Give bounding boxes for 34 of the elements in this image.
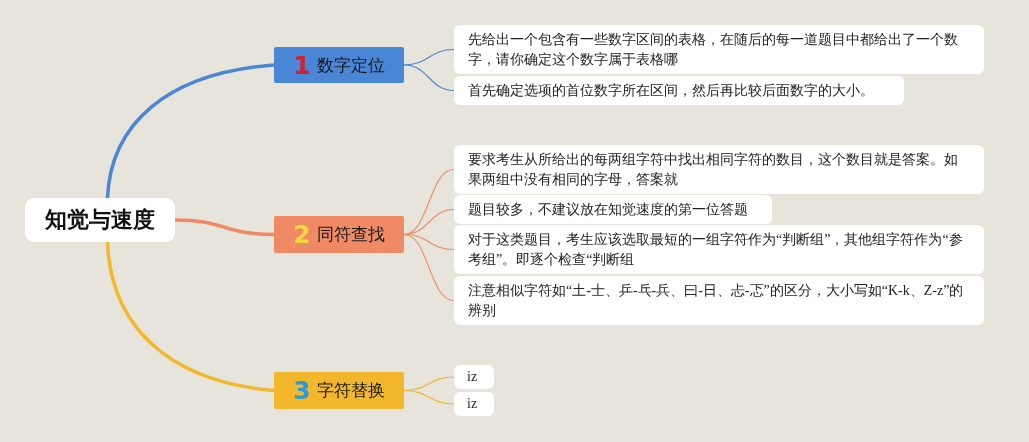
note-card: [454, 392, 494, 416]
central-topic-text: 知觉与速度: [45, 206, 155, 234]
branch-topic-card: [274, 47, 404, 83]
connector-line: [105, 241, 275, 393]
branch-topic-card: [274, 216, 404, 253]
note-text: 对于这类题目，考生应该选取最短的一组字符作为“判断组”，其他组字符作为“参考组”。即逐个检查“判断组: [468, 230, 964, 269]
note-card: [454, 195, 772, 224]
connector-line: [403, 168, 455, 236]
note-text: 注意相似字符如“土-士、乒-乓-兵、曰-日、忐-忑”的区分，大小写如“K-k、Z-z”的辨别: [468, 281, 965, 320]
branch-title: 字符替换: [316, 379, 385, 402]
step-number: 1: [293, 52, 311, 78]
note-text: iz: [467, 395, 479, 413]
step-number: 3: [293, 378, 311, 403]
note-text: 题目较多，不建议放在知觉速度的第一位答题: [468, 200, 749, 219]
connector-line: [174, 218, 275, 237]
note-card: [454, 365, 494, 389]
branch-title: 数字定位: [316, 53, 385, 77]
branch-title: 同符查找: [316, 223, 385, 246]
note-text: 要求考生从所给出的每两组字符中找出相同字符的数目，这个数目就是答案。如果两组中没有相同的字母，答案就: [468, 150, 959, 189]
connector-line: [403, 64, 455, 92]
note-card: [454, 276, 984, 325]
connector-line: [403, 233, 455, 302]
note-text: iz: [467, 368, 479, 386]
central-topic-card: [25, 198, 175, 242]
note-card: [454, 76, 904, 105]
note-text: 先给出一个包含有一些数字区间的表格，在随后的每一道题目中都给出了一个数字，请你确定这个数字属于表格哪: [468, 30, 959, 69]
branch-topic-card: [274, 372, 404, 409]
connector-line: [403, 389, 455, 405]
note-text: 首先确定选项的首位数字所在区间，然后再比较后面数字的大小。: [468, 81, 875, 100]
connector-line: [105, 63, 275, 199]
note-card: [454, 225, 984, 274]
step-number: 2: [293, 222, 311, 247]
note-card: [454, 145, 984, 194]
note-card: [454, 25, 984, 74]
